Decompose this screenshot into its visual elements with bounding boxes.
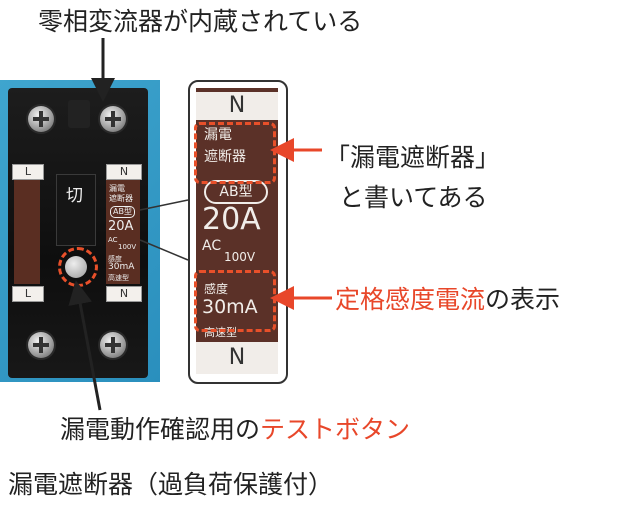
mini-sensitivity: 30mA xyxy=(108,262,135,272)
name-label-line2: と書いてある xyxy=(339,183,488,212)
zoom-current: 20A xyxy=(202,202,261,237)
name-label: 「漏電遮断器」 と書いてある xyxy=(325,138,500,218)
test-button-label: 漏電動作確認用のテストボタン xyxy=(60,410,410,446)
breaker-body: L L N N 漏電遮断器 AB型 20A AC 100V 感度 30mA 高速… xyxy=(8,88,148,378)
switch-lever[interactable]: 切 xyxy=(56,174,96,246)
zoom-connector-bottom xyxy=(139,239,189,261)
top-caption: 零相変流器が内蔵されている xyxy=(38,7,363,36)
zoom-sensitivity-label: 感度 xyxy=(204,282,229,296)
figure-title: 漏電遮断器（過負荷保護付） xyxy=(8,470,334,499)
zoom-title-line1: 漏電 xyxy=(204,127,232,143)
top-left-screw-icon xyxy=(28,106,54,132)
test-label-black: 漏電動作確認用の xyxy=(60,415,261,444)
bottom-right-screw-icon xyxy=(100,332,126,358)
rating-panel: 漏電遮断器 AB型 20A AC 100V 感度 30mA 高速型 xyxy=(106,180,140,284)
test-button-arrow xyxy=(68,280,102,411)
zct-window xyxy=(68,100,90,128)
rating-label: 定格感度電流の表示 xyxy=(335,280,560,316)
bottom-left-screw-icon xyxy=(28,332,54,358)
zoom-ac: AC xyxy=(202,238,222,254)
zoom-title-line2: 遮断器 xyxy=(204,149,246,165)
mini-speed-label: 高速型 xyxy=(108,274,129,282)
test-label-red: テストボタン xyxy=(260,415,411,444)
zoom-label-panel: N 漏電 遮断器 AB型 20A AC 100V 感度 30mA 高速型 N xyxy=(196,88,278,374)
mini-type-badge: AB型 xyxy=(110,206,135,218)
zoom-sensitivity: 30mA xyxy=(202,296,258,318)
terminal-l-bottom: L xyxy=(12,286,44,302)
mini-sensitivity-label: 感度 xyxy=(108,255,122,263)
mini-current: 20A xyxy=(108,219,134,234)
terminal-l-top: L xyxy=(12,164,44,180)
top-right-screw-icon xyxy=(100,106,126,132)
zoom-voltage: 100V xyxy=(224,250,256,264)
mini-voltage: 100V xyxy=(118,243,137,251)
left-warning-panel xyxy=(14,180,40,284)
name-label-line1: 「漏電遮断器」 xyxy=(325,143,501,172)
switch-off-label: 切 xyxy=(66,186,83,206)
zoom-n-bottom: N xyxy=(196,342,278,374)
mini-panel-title: 漏電遮断器 xyxy=(109,184,133,203)
terminal-n-bottom: N xyxy=(106,286,142,302)
terminal-n-top: N xyxy=(106,164,142,180)
zoom-connector-top xyxy=(139,199,189,211)
rating-label-red: 定格感度電流 xyxy=(335,285,486,314)
zoom-n-top: N xyxy=(196,92,278,120)
rating-label-black: の表示 xyxy=(485,285,561,314)
mini-ac: AC xyxy=(108,236,118,244)
